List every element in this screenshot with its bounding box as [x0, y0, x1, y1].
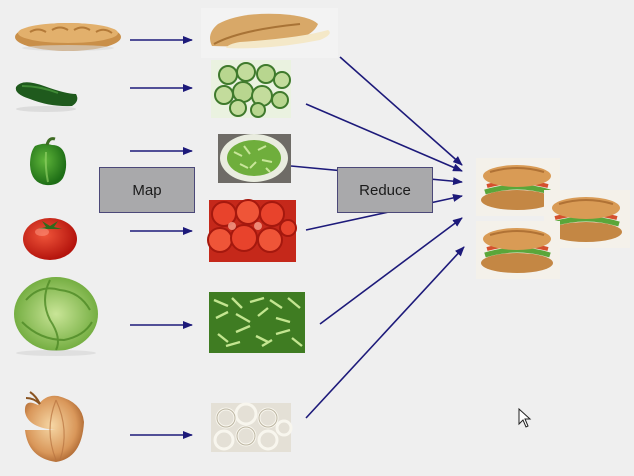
map-label: Map [132, 181, 162, 199]
arrow-lettuce-to-sandwich [319, 217, 463, 325]
shredded-lettuce-icon [209, 292, 305, 353]
sliced-onion-icon [211, 402, 293, 452]
reduce-arrows [290, 56, 465, 419]
cucumber-icon [15, 82, 78, 112]
green-pepper-icon [30, 137, 67, 186]
arrow-bread-to-sandwich [339, 56, 463, 166]
sliced-cucumber-icon [211, 60, 291, 118]
map-label-box: Map [99, 167, 195, 213]
tomato-icon [23, 218, 77, 260]
bread-loaf-icon [15, 23, 121, 51]
sliced-bread-icon [201, 8, 338, 58]
map-arrows [130, 36, 193, 439]
arrow-tomato-to-sandwich [305, 194, 463, 231]
arrow-cucumber-to-sandwich [305, 103, 463, 172]
chopped-pepper-icon [218, 134, 291, 183]
reduce-label-box: Reduce [337, 167, 433, 213]
reduce-label: Reduce [359, 181, 411, 199]
arrow-onion-to-sandwich [305, 246, 465, 419]
sliced-tomato-icon [207, 199, 297, 262]
sandwiches-icon [476, 158, 630, 279]
mouse-cursor-icon [518, 407, 532, 428]
onion-icon [24, 391, 84, 462]
lettuce-icon [14, 277, 98, 356]
